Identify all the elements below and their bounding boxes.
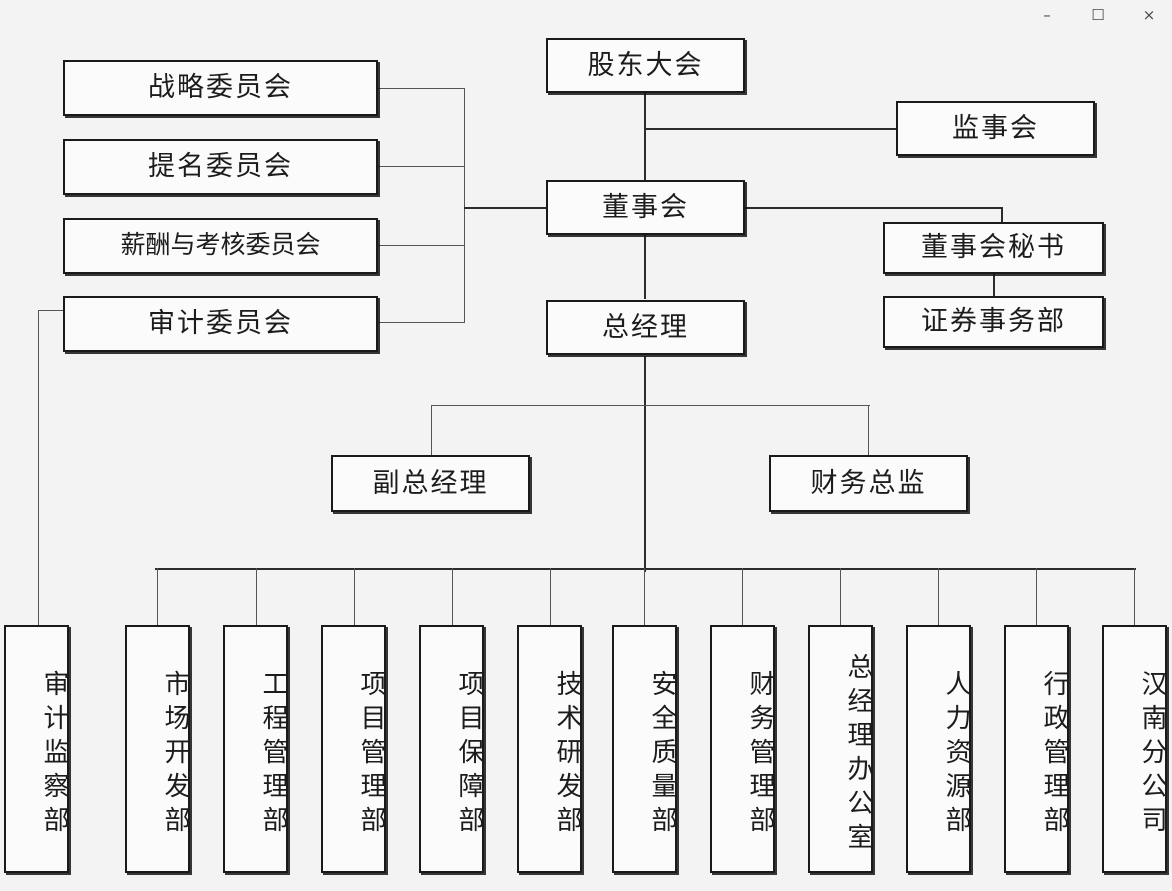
connector-shareholders-to-board xyxy=(644,93,646,185)
node-general-manager[interactable]: 总经理 xyxy=(546,300,745,355)
connector-drop-hannan-branch xyxy=(1134,568,1135,625)
connector-gm-to-deputy xyxy=(431,405,432,455)
node-deputy-general-manager[interactable]: 副总经理 xyxy=(331,455,530,512)
connector-drop-safety-quality xyxy=(644,568,645,625)
node-securities-affairs-dept[interactable]: 证券事务部 xyxy=(883,296,1104,348)
node-administration-management-dept[interactable]: 行政管理部 xyxy=(1004,625,1069,873)
connector-gm-mid-bus xyxy=(431,405,870,406)
close-icon[interactable]: × xyxy=(1142,5,1156,24)
connector-drop-financial-management xyxy=(742,568,743,625)
minimize-icon[interactable]: – xyxy=(1043,5,1051,24)
node-project-support-dept[interactable]: 项目保障部 xyxy=(419,625,484,873)
connector-board-to-secretary-h xyxy=(745,207,1003,209)
node-human-resources-dept[interactable]: 人力资源部 xyxy=(906,625,971,873)
connector-strategy-committee xyxy=(378,88,465,89)
connector-drop-human-resources xyxy=(938,568,939,625)
node-shareholders-meeting[interactable]: 股东大会 xyxy=(546,38,745,93)
connector-audit-to-dept-v xyxy=(38,310,39,625)
node-safety-quality-dept[interactable]: 安全质量部 xyxy=(612,625,677,873)
node-remuneration-and-appraisal-committee[interactable]: 薪酬与考核委员会 xyxy=(63,218,378,274)
node-chief-financial-officer[interactable]: 财务总监 xyxy=(769,455,968,512)
connector-spine-to-supervisors xyxy=(644,128,896,130)
window-titlebar: – ☐ × xyxy=(0,0,1172,30)
connector-board-to-gm xyxy=(644,235,646,299)
node-project-management-dept[interactable]: 项目管理部 xyxy=(321,625,386,873)
connector-drop-project-management xyxy=(354,568,355,625)
node-general-manager-office[interactable]: 总经理办公室 xyxy=(808,625,873,873)
connector-remuneration-committee xyxy=(378,245,465,246)
connector-gm-spine xyxy=(644,356,646,572)
node-board-of-directors[interactable]: 董事会 xyxy=(546,180,745,235)
maximize-icon[interactable]: ☐ xyxy=(1091,5,1105,24)
connector-nomination-committee xyxy=(378,166,465,167)
connector-departments-bus xyxy=(155,568,1136,570)
connector-drop-administration xyxy=(1036,568,1037,625)
connector-drop-project-support xyxy=(452,568,453,625)
node-market-development-dept[interactable]: 市场开发部 xyxy=(125,625,190,873)
connector-committee-bus-to-board xyxy=(464,207,547,209)
node-hannan-branch[interactable]: 汉南分公司 xyxy=(1102,625,1167,873)
connector-drop-engineering-management xyxy=(256,568,257,625)
connector-drop-technology-rd xyxy=(550,568,551,625)
node-nomination-committee[interactable]: 提名委员会 xyxy=(63,139,378,195)
node-financial-management-dept[interactable]: 财务管理部 xyxy=(710,625,775,873)
node-board-of-supervisors[interactable]: 监事会 xyxy=(896,101,1095,156)
node-engineering-management-dept[interactable]: 工程管理部 xyxy=(223,625,288,873)
connector-gm-to-cfo xyxy=(868,405,869,455)
node-technology-rd-dept[interactable]: 技术研发部 xyxy=(517,625,582,873)
connector-drop-gm-office xyxy=(840,568,841,625)
node-board-secretary[interactable]: 董事会秘书 xyxy=(883,222,1104,274)
node-audit-committee[interactable]: 审计委员会 xyxy=(63,296,378,352)
node-strategy-committee[interactable]: 战略委员会 xyxy=(63,60,378,116)
connector-secretary-to-securities xyxy=(993,269,995,296)
node-audit-supervision-dept[interactable]: 审计监察部 xyxy=(4,625,69,873)
connector-audit-committee xyxy=(378,322,465,323)
connector-drop-market-development xyxy=(157,568,158,625)
connector-board-to-secretary-v xyxy=(1001,207,1003,223)
connector-committee-bus xyxy=(464,88,465,323)
connector-audit-to-dept-h xyxy=(38,310,64,311)
